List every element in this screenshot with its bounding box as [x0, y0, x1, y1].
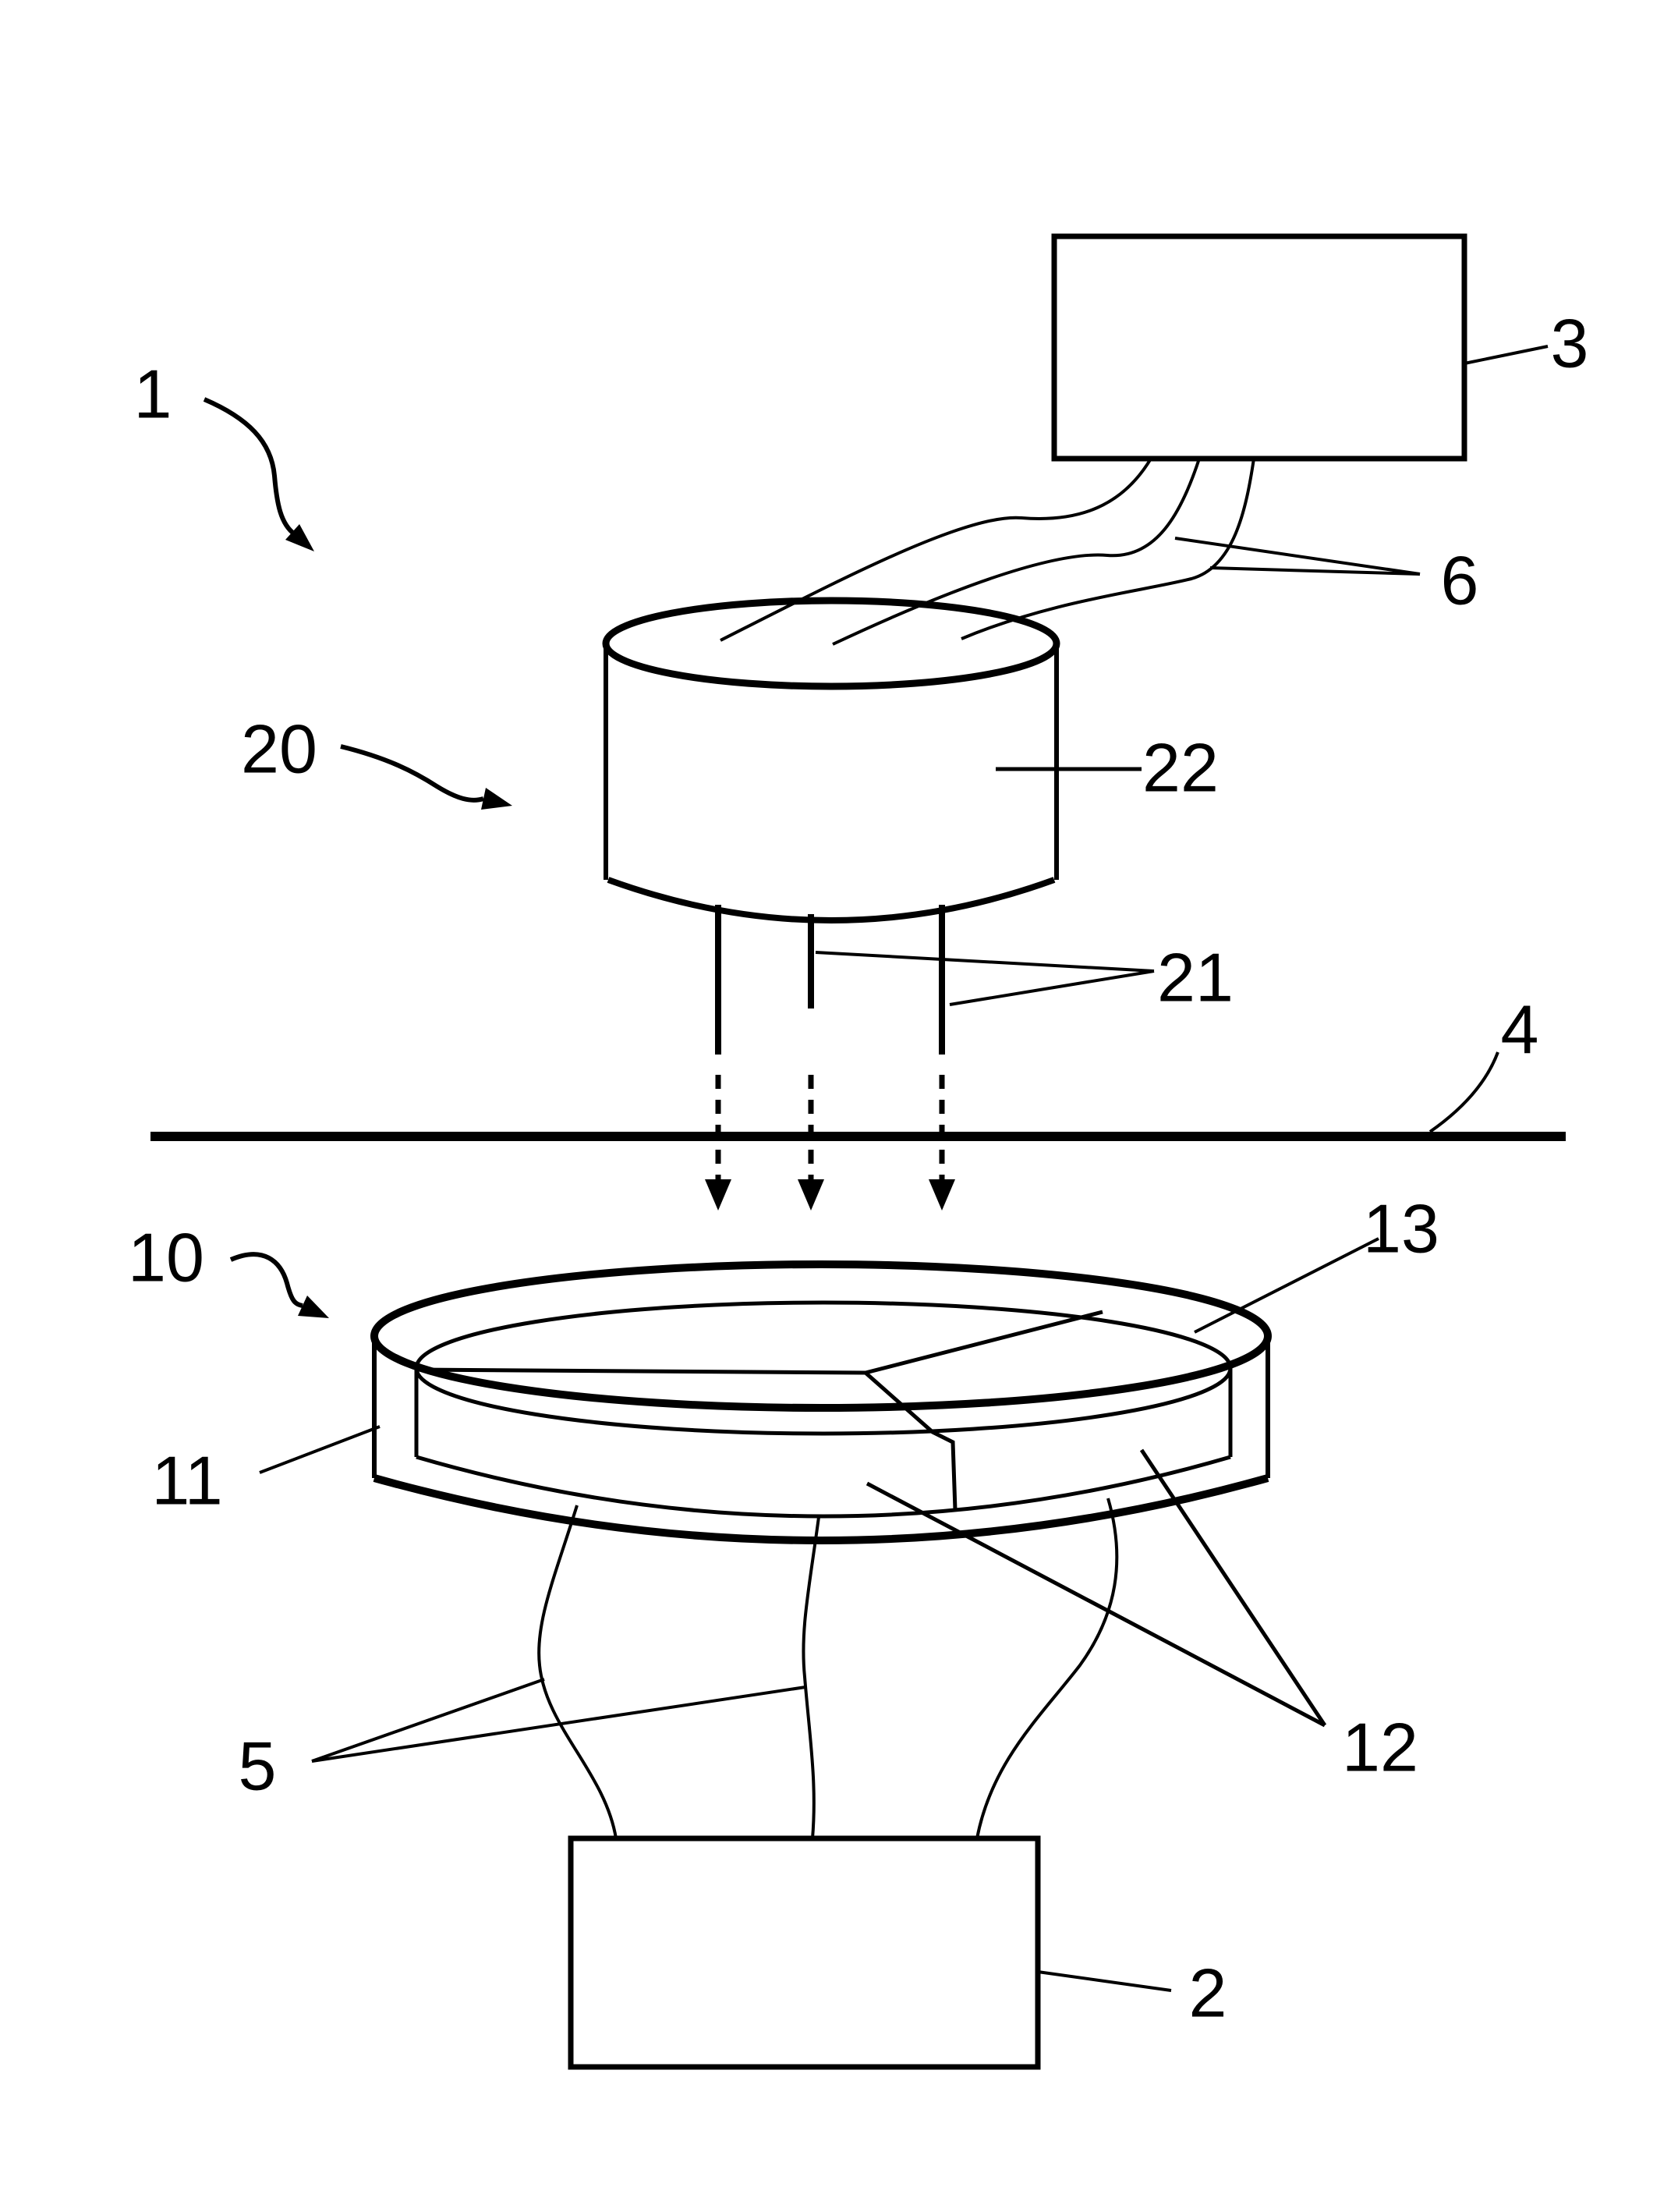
segment-divider-upper-right	[865, 1310, 1103, 1375]
ref-label-1: 1	[134, 356, 172, 433]
label-2-leader-line	[1037, 1970, 1172, 1992]
cables-6-group	[720, 457, 1421, 646]
surface-line-4-group	[150, 1051, 1566, 1141]
segment-divider-front-edge	[864, 1371, 958, 1511]
label-5-leader-line-upper	[311, 1678, 545, 1763]
label-20-arrow	[340, 744, 484, 803]
component-box-3	[1051, 233, 1467, 462]
ref-label-2: 2	[1189, 1955, 1227, 2032]
label-6-leader-line-upper	[1174, 537, 1421, 576]
component-box-2	[568, 1835, 1041, 2070]
dish-inner-bottom-arc	[416, 1455, 1231, 1519]
label-12-leader-line-right	[1139, 1448, 1327, 1727]
label-10-arrowhead-icon	[298, 1296, 329, 1318]
wire-curve-left	[537, 1505, 618, 1839]
label-1-arrow	[203, 397, 296, 537]
cable-curve-left	[720, 457, 1152, 642]
ref-label-22: 22	[1142, 729, 1219, 806]
ref-label-21: 21	[1157, 939, 1234, 1016]
segment-divider-left	[416, 1367, 866, 1375]
ref-label-6: 6	[1441, 542, 1479, 619]
label-20-arrowhead-icon	[481, 788, 512, 810]
label-1-arrowhead-icon	[285, 524, 314, 551]
label-10-arrow-group	[229, 1252, 329, 1318]
label-21-leader-line-upper	[815, 951, 1155, 973]
label-11-leader-line	[259, 1425, 381, 1474]
wire-curve-middle	[802, 1516, 820, 1839]
component-box-2-group	[568, 1835, 1172, 2070]
inner-disc-top-ellipse	[414, 1300, 1233, 1436]
emission-arrows-group	[705, 1075, 955, 1211]
ref-label-3: 3	[1551, 305, 1589, 382]
cylinder-bottom-arc	[607, 877, 1056, 923]
label-21-leader-line-lower	[949, 970, 1155, 1006]
cylinder-top-ellipse	[602, 597, 1060, 690]
cable-curve-right	[961, 458, 1255, 640]
ref-label-12: 12	[1342, 1709, 1418, 1786]
label-10-arrow	[229, 1252, 303, 1308]
dish-outer-bottom-arc	[373, 1474, 1269, 1544]
label-13-leader-line	[1194, 1237, 1379, 1334]
ref-label-5: 5	[239, 1728, 277, 1805]
ref-label-10: 10	[128, 1219, 204, 1296]
label-3-leader-line	[1464, 345, 1549, 365]
component-box-3-group	[1051, 233, 1549, 462]
ref-label-13: 13	[1363, 1190, 1439, 1267]
ref-label-4: 4	[1501, 991, 1539, 1069]
dish-assembly-10-group	[259, 1237, 1379, 1728]
label-20-arrow-group	[340, 744, 512, 810]
label-1-arrow-group	[203, 397, 314, 551]
label-5-leader-line-lower	[311, 1686, 806, 1763]
ref-label-20: 20	[241, 711, 317, 788]
dish-outer-rim-ellipse	[370, 1260, 1272, 1412]
label-6-leader-line-lower	[1209, 566, 1421, 576]
dashed-arrowhead-middle-icon	[798, 1179, 824, 1211]
label-12-leader-line-left	[866, 1481, 1326, 1728]
wires-5-group	[311, 1498, 1119, 1839]
dashed-arrowhead-right-icon	[929, 1179, 955, 1211]
label-4-leader-line	[1428, 1051, 1499, 1133]
wire-curve-right	[975, 1498, 1119, 1839]
pins-21-group	[715, 905, 1155, 1055]
ref-label-11: 11	[151, 1442, 222, 1519]
dashed-arrowhead-left-icon	[705, 1179, 731, 1211]
probe-cylinder-22-group	[602, 597, 1142, 923]
